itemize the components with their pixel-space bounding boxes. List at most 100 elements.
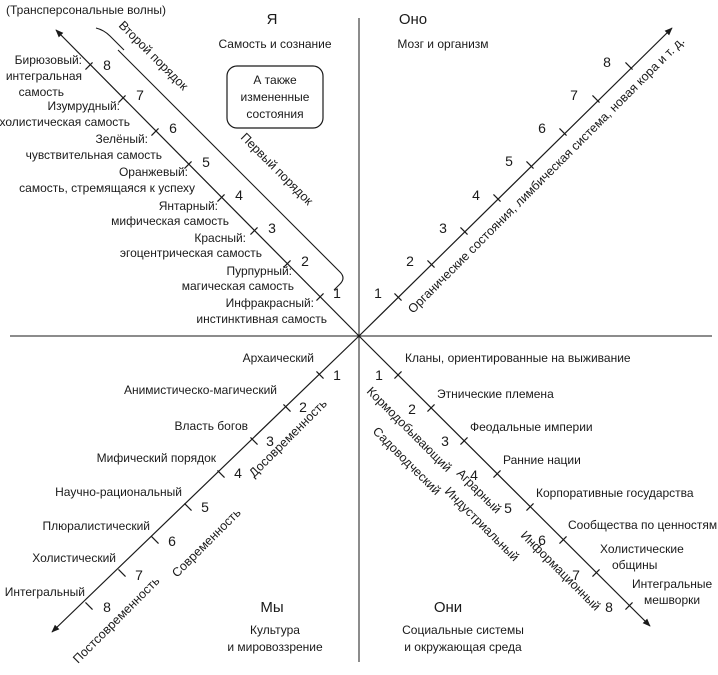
ll-level-3-number: 3 [266,433,274,449]
ll-level-2-label: Анимистическо-магический [124,383,277,397]
ul-level-7-line-2: холистическая самость [0,115,130,129]
second-order-bracket [95,27,125,51]
ul-level-3-number: 3 [268,220,276,236]
ll-subtitle-1: Культура [250,623,300,637]
note-line-2: измененные [241,90,310,104]
ur-axis-label: Органические состояния, лимбическая сист… [405,34,687,316]
first-order-label: Первый порядок [238,130,316,208]
transpersonal-waves-label: (Трансперсональные волны) [6,3,166,17]
ul-tick-3 [250,227,258,235]
ll-tick-7 [118,569,126,577]
ul-level-1-number: 1 [333,285,341,301]
ul-tick-7 [118,95,126,103]
ul-level-5-line-2: самость, стремящаяся к успеху [19,181,195,195]
lr-level-8-line-2: мешворки [644,593,700,607]
lr-level-4-label: Ранние нации [503,453,581,467]
lr-title: Они [434,599,462,616]
ll-level-7-number: 7 [135,567,143,583]
mode-informational: Информационный [518,528,603,613]
ul-level-6-line-2: чувствительная самость [26,148,162,162]
lr-tick-6 [559,536,567,544]
note-line-1: А также [253,73,297,87]
ll-tick-1 [316,371,324,379]
lr-tick-8 [625,602,633,610]
ul-level-1-line-2: инстинктивная самость [196,312,327,326]
ul-tick-6 [151,128,159,136]
ll-tick-6 [151,536,159,544]
lr-level-6-number: 6 [538,532,546,548]
ll-level-1-number: 1 [333,367,341,383]
ul-level-4-line-2: мифическая самость [111,214,229,228]
lr-level-8-number: 8 [605,599,613,615]
ul-tick-2 [283,260,291,268]
ul-level-8-number: 8 [103,57,111,73]
ul-tick-5 [184,161,192,169]
ur-level-7-number: 7 [570,87,578,103]
lr-level-1-number: 1 [375,367,383,383]
ul-level-5-line-1: Оранжевый: [119,165,188,179]
ll-level-4-label: Мифический порядок [97,451,217,465]
ll-level-2-number: 2 [299,399,307,415]
ul-tick-1 [316,293,324,301]
ll-title: Мы [260,599,283,616]
ur-title: Оно [399,11,427,28]
ll-level-8-number: 8 [103,599,111,615]
ur-tick-5 [526,161,534,169]
ul-level-3-line-1: Красный: [194,231,246,245]
ll-level-7-label: Холистический [32,551,116,565]
ur-tick-6 [559,128,567,136]
ur-level-5-number: 5 [505,153,513,169]
ul-level-7-line-1: Изумрудный: [47,99,120,113]
ur-tick-2 [427,260,435,268]
ul-subtitle: Самость и сознание [219,37,332,51]
lr-level-7-line-2: общины [612,558,657,572]
ur-tick-8 [625,62,633,70]
altered-states-box [226,65,324,129]
lr-level-7-line-1: Холистические [600,542,684,556]
note-line-3: состояния [246,107,303,121]
ll-level-5-label: Научно-рациональный [55,485,182,499]
ll-tick-8 [85,602,93,610]
lr-tick-5 [526,503,534,511]
ll-level-1-label: Архаический [243,351,314,365]
ll-level-3-label: Власть богов [175,419,248,433]
lr-level-3-label: Феодальные империи [470,420,593,434]
ur-level-4-number: 4 [472,187,480,203]
ul-level-4-number: 4 [235,187,243,203]
ur-tick-1 [394,293,402,301]
ll-axis [51,335,360,633]
first-order-bracket [117,49,344,291]
ul-tick-4 [217,194,225,202]
era-modern: Современность [169,506,243,580]
ll-tick-2 [283,404,291,412]
lr-level-3-number: 3 [441,433,449,449]
ur-axis [358,27,673,337]
ll-subtitle-2: и мировоззрение [227,640,323,654]
ul-level-7-number: 7 [136,87,144,103]
ll-level-8-label: Интегральный [5,585,85,599]
lr-tick-7 [592,569,600,577]
ul-level-8-line-3: самость [19,85,64,99]
ur-level-8-number: 8 [603,54,611,70]
ur-level-3-number: 3 [439,220,447,236]
ur-tick-3 [460,227,468,235]
lr-tick-1 [394,371,402,379]
ur-level-6-number: 6 [538,120,546,136]
lr-level-6-label: Сообщества по ценностям [568,518,717,532]
lr-level-5-number: 5 [504,500,512,516]
ll-level-6-label: Плюралистический [43,519,150,533]
ll-tick-5 [184,503,192,511]
ul-level-5-number: 5 [202,154,210,170]
lr-level-2-number: 2 [408,401,416,417]
ll-level-6-number: 6 [168,533,176,549]
lr-level-8-line-1: Интегральные [632,577,713,591]
ul-level-1-line-1: Инфракрасный: [226,296,314,310]
lr-level-2-label: Этнические племена [437,387,554,401]
ul-level-2-line-1: Пурпурный: [227,264,293,278]
ul-level-6-line-1: Зелёный: [96,132,149,146]
ul-tick-8 [85,62,93,70]
ul-level-8-line-2: интегральная [6,69,82,83]
ur-level-2-number: 2 [406,253,414,269]
ll-level-4-number: 4 [234,465,242,481]
